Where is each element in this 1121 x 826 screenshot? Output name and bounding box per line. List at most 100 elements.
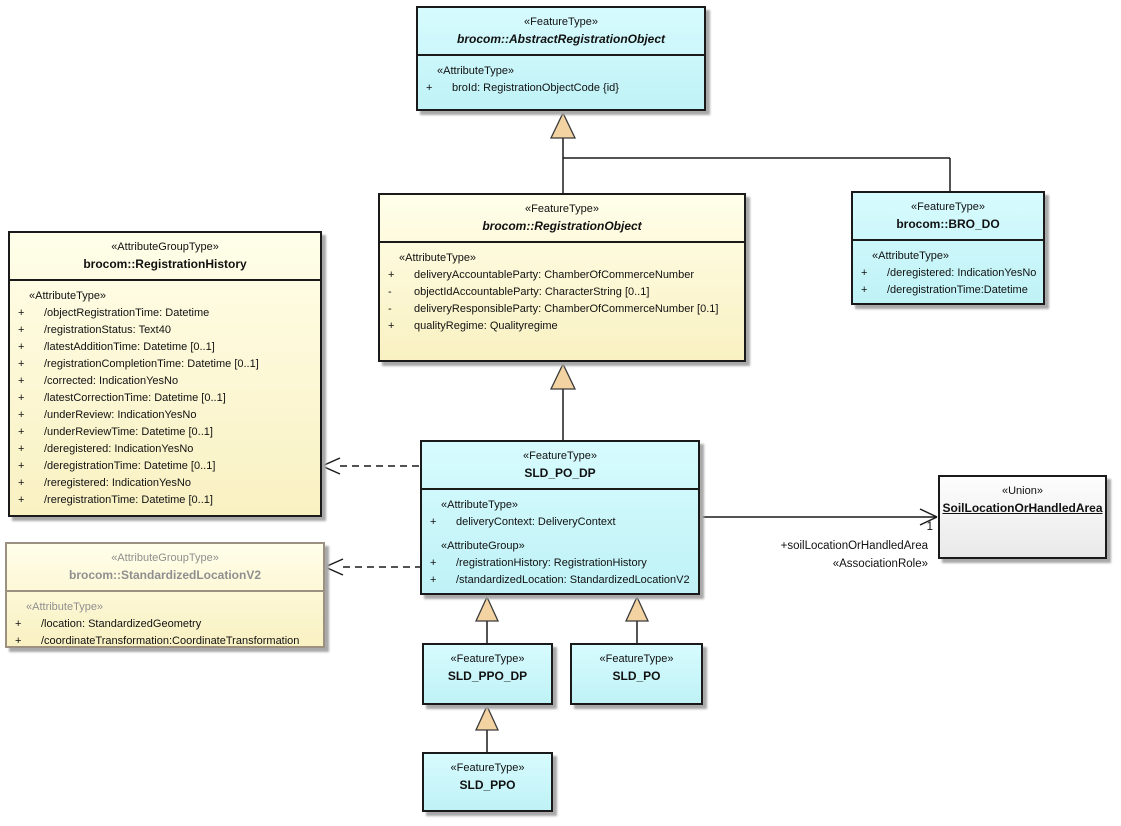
attribute-text: /underReview: IndicationYesNo	[44, 409, 197, 421]
attribute-text: /corrected: IndicationYesNo	[44, 375, 179, 387]
attribute-row: - objectIdAccountableParty: CharacterStri…	[387, 284, 742, 301]
attribute-heading: «AttributeType»	[872, 250, 950, 262]
class-header: «FeatureType» SLD_PPO_DP	[424, 645, 551, 691]
attribute-text: objectIdAccountableParty: CharacterStrin…	[414, 286, 650, 298]
visibility-sign: +	[861, 267, 868, 279]
attribute-heading: «AttributeType»	[29, 290, 107, 302]
visibility-sign: +	[18, 494, 25, 506]
class-brocom-standardized-location-v2[interactable]: «AttributeGroupType» brocom::Standardize…	[5, 542, 325, 648]
attribute-heading: «AttributeType»	[399, 252, 477, 264]
visibility-sign: +	[18, 375, 25, 387]
generalization-triangle-icon	[549, 362, 577, 390]
attribute-row: + broId: RegistrationObjectCode {id}	[425, 80, 702, 97]
class-header: «FeatureType» brocom::RegistrationObject	[380, 195, 744, 243]
class-header: «FeatureType» brocom::BRO_DO	[853, 193, 1043, 241]
class-name: SLD_PO_DP	[524, 466, 596, 480]
class-header: «FeatureType» SLD_PPO	[424, 754, 551, 800]
attribute-text: /coordinateTransformation:CoordinateTran…	[41, 635, 300, 647]
class-soil-location-or-handled-area[interactable]: «Union» SoilLocationOrHandledArea	[938, 475, 1107, 559]
visibility-sign: +	[426, 82, 433, 94]
generalization-sld-po-dp-to-registration-object	[549, 362, 577, 440]
class-name: brocom::BRO_DO	[896, 217, 1000, 231]
class-stereotype: «AttributeGroupType»	[111, 241, 219, 253]
attribute-text: /registrationCompletionTime: Datetime [0…	[44, 358, 259, 370]
generalization-sld-ppo-to-sld-ppo-dp	[474, 704, 500, 752]
association-multiplicity: 1	[926, 521, 933, 533]
attribute-heading: «AttributeType»	[26, 601, 104, 613]
class-brocom-registration-object[interactable]: «FeatureType» brocom::RegistrationObject…	[378, 193, 746, 362]
attribute-heading: «AttributeGroup»	[441, 540, 525, 552]
attributes-compartment: «AttributeType» +/objectRegistrationTime:…	[10, 281, 320, 511]
visibility-sign: +	[430, 574, 437, 586]
attribute-row: +/location: StandardizedGeometry	[14, 616, 321, 633]
class-stereotype: «FeatureType»	[525, 203, 599, 215]
visibility-sign: -	[388, 286, 392, 298]
class-name: SLD_PPO_DP	[447, 669, 528, 683]
attribute-row: + /latestAdditionTime: Datetime [0..1]	[17, 339, 318, 356]
class-sld-po[interactable]: «FeatureType» SLD_PO	[570, 643, 703, 705]
class-header: «Union» SoilLocationOrHandledArea	[940, 477, 1105, 523]
class-stereotype: «FeatureType»	[599, 653, 674, 665]
visibility-sign: +	[18, 341, 25, 353]
attribute-text: /deregistered: IndicationYesNo	[44, 443, 194, 455]
class-name: brocom::RegistrationObject	[482, 219, 642, 233]
attribute-text: broId: RegistrationObjectCode {id}	[452, 82, 619, 94]
class-sld-ppo-dp[interactable]: «FeatureType» SLD_PPO_DP	[422, 643, 553, 705]
class-header: «AttributeGroupType» brocom::Standardize…	[7, 544, 323, 592]
dependency-sld-po-dp-to-standardized-location-v2	[324, 558, 420, 576]
attribute-text: /deregistrationTime: Datetime [0..1]	[44, 460, 216, 472]
visibility-sign: +	[18, 358, 25, 370]
attribute-heading: «AttributeType»	[437, 65, 515, 77]
class-name: brocom::AbstractRegistrationObject	[456, 32, 666, 46]
attribute-text: /deregistered: IndicationYesNo	[887, 267, 1037, 279]
class-stereotype: «FeatureType»	[523, 450, 597, 462]
generalization-triangle-icon	[474, 704, 500, 731]
attribute-row: +/registrationHistory: RegistrationHisto…	[429, 555, 696, 572]
attribute-text: /location: StandardizedGeometry	[41, 618, 202, 630]
attribute-text: /registrationStatus: Text40	[44, 324, 171, 336]
attribute-text: /latestCorrectionTime: Datetime [0..1]	[44, 392, 226, 404]
attributes-compartment: «AttributeType» + broId: RegistrationObjec…	[418, 56, 704, 99]
generalization-to-abstract-registration-object	[549, 111, 951, 193]
attribute-row: + qualityRegime: Qualityregime	[387, 318, 742, 335]
class-name: brocom::RegistrationHistory	[83, 257, 247, 271]
attribute-text: /underReviewTime: Datetime [0..1]	[44, 426, 213, 438]
visibility-sign: +	[388, 320, 395, 332]
attributes-compartment: «AttributeType» + /deregistered: Indicatio…	[853, 241, 1043, 301]
attribute-text: deliveryResponsibleParty: ChamberOfComme…	[414, 303, 719, 315]
generalization-triangle-icon	[549, 111, 577, 139]
class-brocom-abstract-registration-object[interactable]: «FeatureType» brocom::AbstractRegistrati…	[416, 6, 706, 111]
visibility-sign: +	[18, 443, 25, 455]
attribute-row: -deliveryResponsibleParty: ChamberOfComm…	[387, 301, 742, 318]
attribute-row: +/objectRegistrationTime: Datetime	[17, 305, 318, 322]
attribute-row: +deliveryContext: DeliveryContext	[429, 514, 696, 531]
dependency-sld-po-dp-to-registration-history	[321, 457, 420, 475]
visibility-sign: +	[430, 557, 437, 569]
association-sld-po-dp-to-union	[700, 508, 938, 526]
class-header: «FeatureType» brocom::AbstractRegistrati…	[418, 8, 704, 56]
attribute-text: /latestAdditionTime: Datetime [0..1]	[44, 341, 215, 353]
class-header: «AttributeGroupType» brocom::Registratio…	[10, 233, 320, 281]
class-sld-ppo[interactable]: «FeatureType» SLD_PPO	[422, 752, 553, 812]
class-brocom-bro-do[interactable]: «FeatureType» brocom::BRO_DO «AttributeT…	[851, 191, 1045, 305]
generalization-triangle-icon	[624, 595, 650, 622]
generalization-sld-ppo-dp-to-sld-po-dp	[474, 595, 500, 643]
class-sld-po-dp[interactable]: «FeatureType» SLD_PO_DP «AttributeType» +…	[420, 440, 700, 595]
attribute-heading: «AttributeType»	[441, 499, 519, 511]
attribute-row: + /corrected: IndicationYesNo	[17, 373, 318, 390]
attribute-row: +/reregistrationTime: Datetime [0..1]	[17, 492, 318, 509]
visibility-sign: +	[18, 392, 25, 404]
attribute-text: qualityRegime: Qualityregime	[414, 320, 558, 332]
class-brocom-registration-history[interactable]: «AttributeGroupType» brocom::Registratio…	[8, 231, 322, 517]
class-name: brocom::StandardizedLocationV2	[68, 568, 262, 582]
class-header: «FeatureType» SLD_PO_DP	[422, 442, 698, 490]
attribute-row: + /registrationCompletionTime: Datetime […	[17, 356, 318, 373]
association-role-stereotype: «AssociationRole»	[832, 558, 928, 570]
generalization-sld-po-to-sld-po-dp	[624, 595, 650, 643]
attribute-row: + /latestCorrectionTime: Datetime [0..1]	[17, 390, 318, 407]
class-name: SLD_PO	[612, 669, 661, 683]
attribute-row: +/underReviewTime: Datetime [0..1]	[17, 424, 318, 441]
attribute-text: /standardizedLocation: StandardizedLocat…	[456, 574, 690, 586]
